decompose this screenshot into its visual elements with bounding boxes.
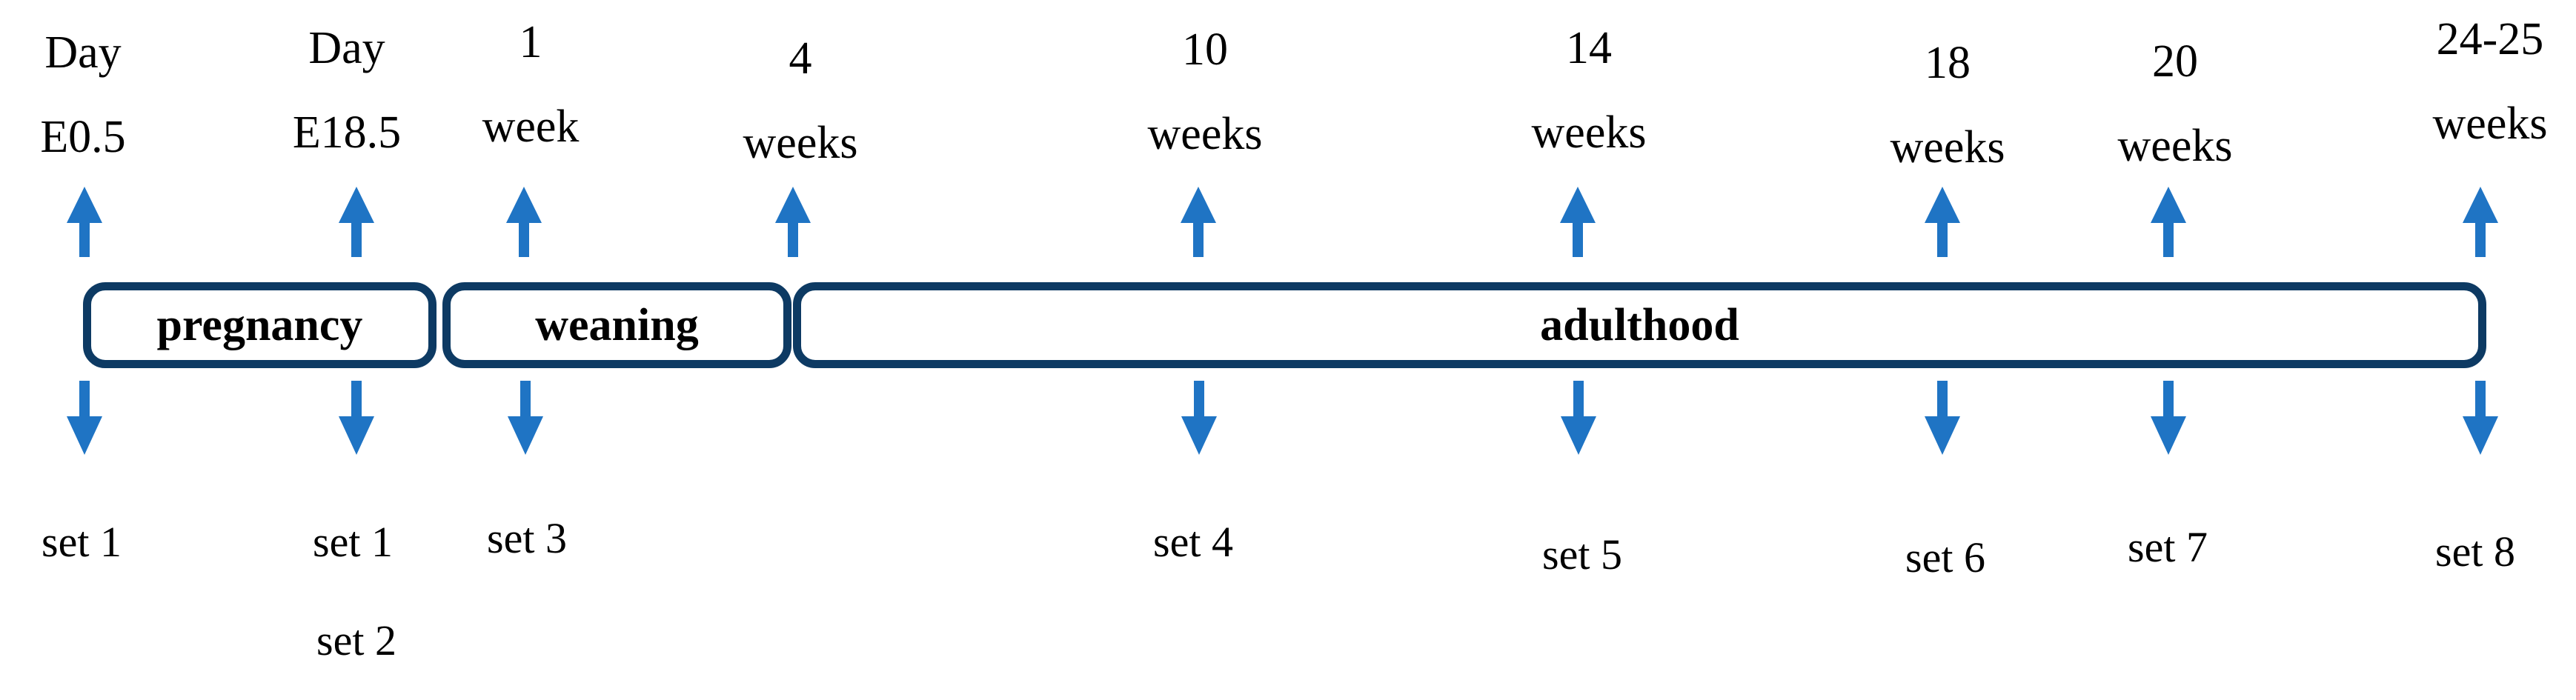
down-arrow-icon bbox=[2151, 381, 2186, 455]
timepoint-line2: weeks bbox=[2117, 121, 2233, 171]
down-arrow-icon bbox=[1925, 381, 1960, 455]
up-arrow-icon bbox=[2463, 187, 2498, 257]
down-arrow-icon bbox=[1181, 381, 1217, 455]
up-arrow-icon bbox=[1925, 187, 1960, 257]
down-arrow-icon bbox=[1561, 381, 1596, 455]
timepoint-line2: weeks bbox=[1147, 109, 1263, 159]
set-label-5: set 5 bbox=[1542, 530, 1622, 579]
timepoint-line1: 20 bbox=[2151, 36, 2198, 87]
set-label-1b: set 1 bbox=[313, 518, 393, 566]
timepoint-label-14-weeks: 14 weeks bbox=[1532, 25, 1647, 156]
up-arrow-icon bbox=[2151, 187, 2186, 257]
phase-box-weaning: weaning bbox=[442, 282, 791, 368]
up-arrow-icon bbox=[339, 187, 374, 257]
down-arrow-icon bbox=[67, 381, 102, 455]
up-arrow-icon bbox=[1181, 187, 1216, 257]
set-label-3: set 3 bbox=[487, 514, 567, 562]
phase-box-pregnancy: pregnancy bbox=[83, 282, 436, 368]
timepoint-label-18-weeks: 18 weeks bbox=[1890, 40, 2005, 170]
down-arrow-icon bbox=[2463, 381, 2498, 455]
phase-label: weaning bbox=[535, 300, 699, 350]
set-label-6: set 6 bbox=[1905, 533, 1985, 581]
phase-label: adulthood bbox=[1540, 300, 1739, 350]
set-label-8: set 8 bbox=[2435, 527, 2515, 576]
timepoint-line2: E0.5 bbox=[40, 112, 126, 162]
timepoint-line1: 14 bbox=[1565, 23, 1612, 73]
timepoint-line2: weeks bbox=[2432, 99, 2548, 149]
timepoint-line1: 18 bbox=[1924, 38, 1971, 88]
timepoint-line2: weeks bbox=[743, 118, 858, 168]
timepoint-label-day-e0-5: Day E0.5 bbox=[40, 30, 125, 160]
set-label-4: set 4 bbox=[1153, 518, 1233, 566]
phase-box-adulthood: adulthood bbox=[793, 282, 2486, 368]
up-arrow-icon bbox=[1560, 187, 1596, 257]
timepoint-label-4-weeks: 4 weeks bbox=[743, 36, 858, 166]
timepoint-line1: 10 bbox=[1181, 24, 1228, 75]
set-label-2: set 2 bbox=[316, 616, 396, 664]
down-arrow-icon bbox=[508, 381, 543, 455]
timepoint-line2: weeks bbox=[1890, 122, 2005, 173]
timepoint-line2: E18.5 bbox=[292, 107, 402, 158]
phase-label: pregnancy bbox=[156, 300, 363, 350]
up-arrow-icon bbox=[506, 187, 542, 257]
set-label-7: set 7 bbox=[2128, 523, 2208, 571]
timepoint-line1: 24-25 bbox=[2436, 14, 2544, 64]
timepoint-line2: week bbox=[482, 101, 580, 152]
timepoint-label-day-e18-5: Day E18.5 bbox=[293, 25, 401, 156]
up-arrow-icon bbox=[67, 187, 102, 257]
timepoint-label-10-weeks: 10 weeks bbox=[1148, 27, 1263, 157]
timepoint-line1: Day bbox=[44, 27, 122, 78]
timepoint-label-1-week: 1 week bbox=[482, 19, 580, 150]
timepoint-line2: weeks bbox=[1531, 107, 1647, 158]
timepoint-label-24-25-weeks: 24-25 weeks bbox=[2433, 16, 2548, 147]
down-arrow-icon bbox=[339, 381, 374, 455]
timepoint-line1: 4 bbox=[789, 33, 812, 84]
set-label-1a: set 1 bbox=[42, 518, 122, 566]
timepoint-label-20-weeks: 20 weeks bbox=[2118, 39, 2233, 169]
up-arrow-icon bbox=[775, 187, 811, 257]
timepoint-line1: 1 bbox=[519, 17, 542, 67]
timepoint-line1: Day bbox=[308, 23, 385, 73]
